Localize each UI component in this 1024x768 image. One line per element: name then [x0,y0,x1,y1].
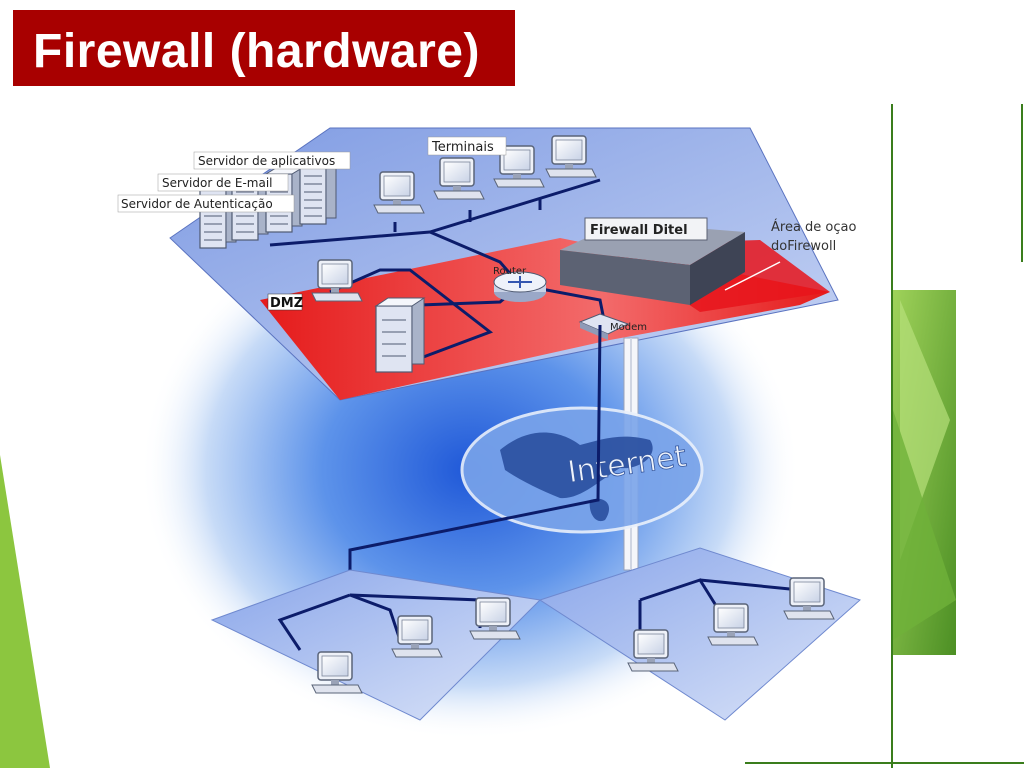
auth-server-label: Servidor de Autenticação [121,197,273,211]
note-line-2: doFirewoll [771,239,837,254]
left-green-accent [0,455,50,768]
email-server-label: Servidor de E-mail [162,176,273,190]
firewall-device [560,217,745,305]
dmz-label: DMZ [270,296,303,311]
note-pointer [724,261,781,291]
modem-label: Modem [610,322,647,333]
app-server-label: Servidor de aplicativos [198,154,335,168]
firewall-area-note: Área de oçao doFirewoll [771,218,856,256]
slide-title: Firewall (hardware) [33,25,480,78]
bottom-right-network [538,547,861,721]
title-banner: Firewall (hardware) [13,10,515,86]
note-line-1: Área de oçao [771,220,857,235]
router-icon [493,271,547,302]
firewall-label: Firewall Ditel [590,223,688,238]
terminals-label: Terminais [431,140,494,155]
dmz-server [374,297,426,373]
router-label: Router [493,266,527,277]
